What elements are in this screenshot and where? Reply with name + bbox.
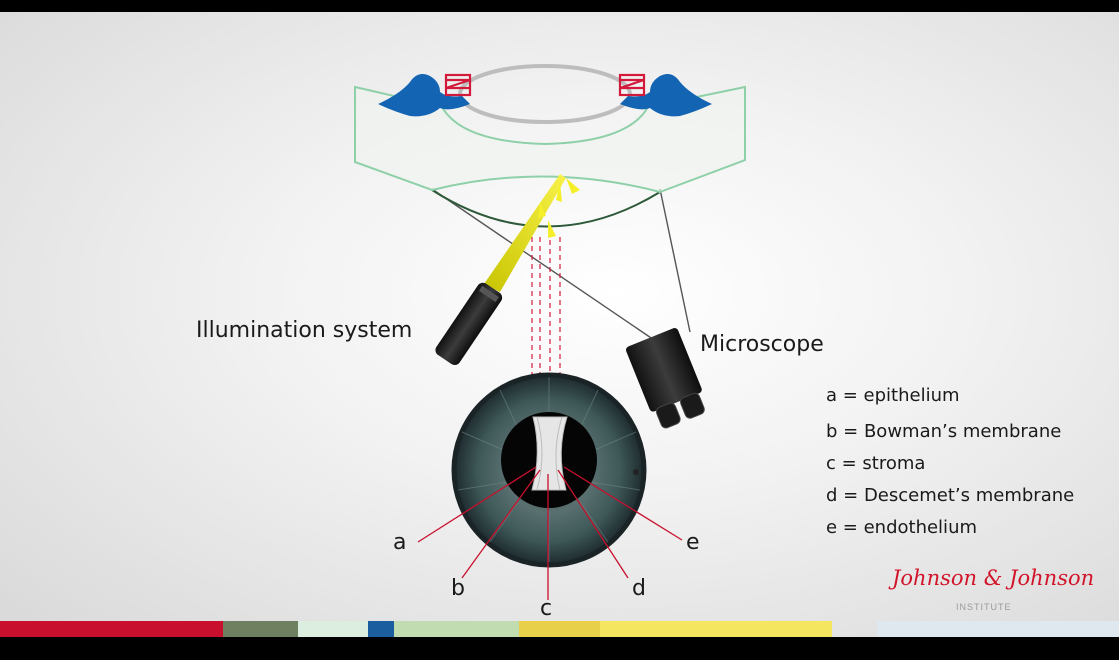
color-bar-segment xyxy=(600,621,832,637)
left-spring-clip xyxy=(444,73,472,97)
pointer-lines xyxy=(417,466,683,600)
color-bar-segment xyxy=(298,621,368,637)
cornea-surface-curve xyxy=(431,189,661,228)
color-bar-segment xyxy=(0,621,223,637)
color-bar-segment xyxy=(519,621,600,637)
objective-lens-body xyxy=(354,85,746,194)
pointer-letter-e: e xyxy=(686,530,700,555)
color-bar-segment xyxy=(368,621,394,637)
eye-iris xyxy=(451,372,647,568)
color-bar-segment xyxy=(223,621,298,637)
right-spring-clip xyxy=(618,73,646,97)
focal-plane-lines xyxy=(531,237,561,392)
top-lens xyxy=(458,64,632,124)
diagram-canvas: Illumination system Microscope a b c d e… xyxy=(0,12,1119,637)
illumination-system-label: Illumination system xyxy=(196,318,413,343)
brand-logo-sub: INSTITUTE xyxy=(956,602,1012,612)
color-bar-segment xyxy=(394,621,519,637)
legend-item-c: c = stroma xyxy=(826,453,926,474)
left-gasket xyxy=(378,74,470,117)
pointer-letter-c: c xyxy=(540,596,553,621)
microscope-device xyxy=(626,328,705,429)
pointer-letter-b: b xyxy=(451,576,465,601)
legend-item-a: a = epithelium xyxy=(826,385,960,406)
illumination-system-device xyxy=(435,282,503,366)
confocal-microscopy-diagram xyxy=(354,64,746,600)
color-bar-segment xyxy=(877,621,1119,637)
legend-item-b: b = Bowman’s membrane xyxy=(826,421,1062,442)
optical-path-lines xyxy=(431,188,691,345)
illumination-beam xyxy=(484,174,566,292)
legend-item-d: d = Descemet’s membrane xyxy=(826,485,1075,506)
pointer-letter-d: d xyxy=(632,576,646,601)
brand-logo: Johnson & Johnson xyxy=(892,566,1095,590)
microscope-label: Microscope xyxy=(700,332,824,357)
pointer-letter-a: a xyxy=(393,530,407,555)
legend-item-e: e = endothelium xyxy=(826,517,978,538)
right-gasket xyxy=(620,74,712,117)
color-bar xyxy=(0,621,1119,637)
light-rays xyxy=(538,178,580,238)
